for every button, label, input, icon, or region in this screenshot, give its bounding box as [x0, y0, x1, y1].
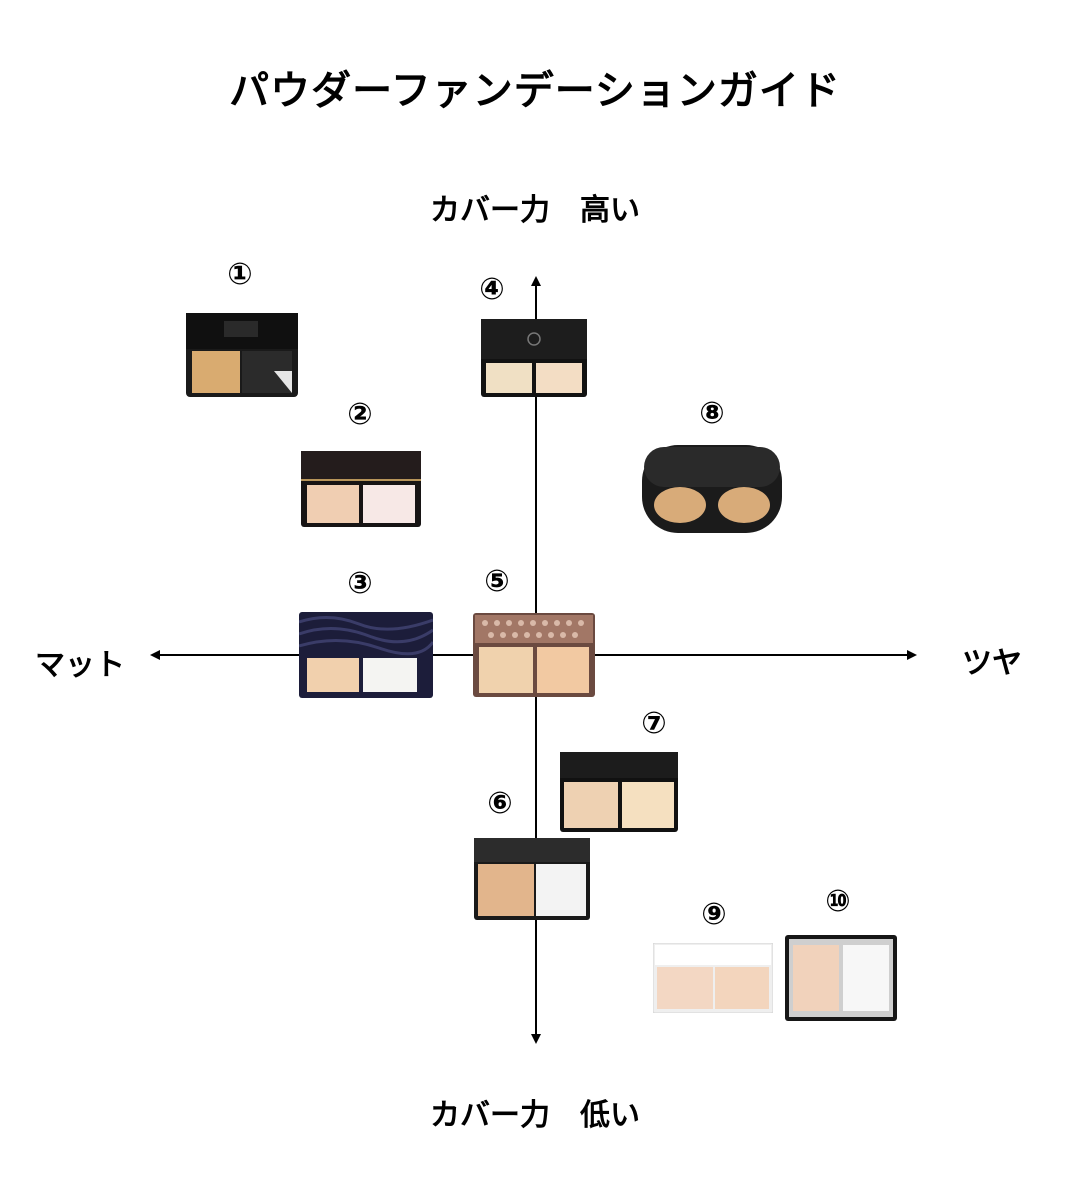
product-number-2: ② — [347, 397, 373, 432]
product-number-10: ⑩ — [825, 884, 851, 919]
product-number-4: ④ — [479, 272, 505, 307]
square-compact-black-icon — [560, 752, 678, 832]
product-9-compact — [653, 943, 773, 1013]
product-5-compact — [473, 613, 595, 697]
square-compact-black-dior-icon — [474, 838, 590, 920]
square-compact-black-glossy-icon — [481, 319, 587, 397]
product-8-compact — [642, 445, 782, 533]
product-6-compact — [474, 838, 590, 920]
product-number-1: ① — [227, 257, 253, 292]
product-3-compact — [299, 612, 433, 698]
square-compact-rosegold-jeweled-icon — [473, 613, 595, 697]
page-title: パウダーファンデーションガイド — [229, 68, 841, 114]
axis-label-glow: ツヤ — [962, 646, 1022, 681]
round-compact-black-icon — [642, 445, 782, 533]
product-number-6: ⑥ — [487, 786, 513, 821]
square-compact-white-silver-icon — [653, 943, 773, 1013]
product-number-9: ⑨ — [701, 897, 727, 932]
axis-label-low-coverage: カバー力 低い — [430, 1098, 640, 1133]
square-compact-black-gold-icon — [301, 451, 421, 527]
product-2-compact — [301, 451, 421, 527]
square-compact-navy-wave-icon — [299, 612, 433, 698]
product-1-compact — [186, 313, 298, 397]
product-7-compact — [560, 752, 678, 832]
product-number-3: ③ — [347, 566, 373, 601]
square-compact-black-split-icon — [186, 313, 298, 397]
product-number-8: ⑧ — [699, 396, 725, 431]
product-number-7: ⑦ — [641, 706, 667, 741]
axis-label-high-coverage: カバー力 高い — [430, 193, 640, 228]
axis-label-matte: マット — [35, 648, 125, 683]
product-4-compact — [481, 319, 587, 397]
square-compact-black-silver-icon — [785, 935, 897, 1021]
product-10-compact — [785, 935, 897, 1021]
product-number-5: ⑤ — [484, 564, 510, 599]
